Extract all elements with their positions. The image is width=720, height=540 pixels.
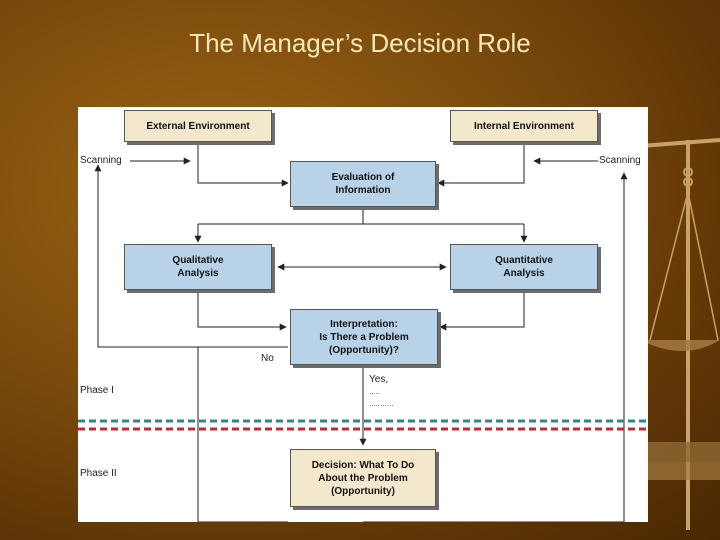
quantitative-line-2: Analysis: [503, 268, 545, 279]
evaluation-line-1: Evaluation of: [331, 172, 395, 183]
no-label: No: [261, 353, 274, 364]
decision-line-1: Decision: What To Do: [311, 459, 415, 471]
phase-one-label: Phase I: [80, 385, 114, 396]
scanning-left-label: Scanning: [80, 155, 122, 166]
slide-title: The Manager’s Decision Role: [189, 28, 531, 58]
evaluation-box: Evaluation of Information: [290, 161, 436, 207]
yes-dots-2: ...........: [369, 399, 394, 408]
quantitative-line-1: Quantitative: [495, 255, 553, 266]
yes-label: Yes,: [369, 374, 389, 385]
qualitative-analysis-box: Qualitative Analysis: [124, 244, 272, 290]
interpretation-line-2: Is There a Problem: [319, 331, 409, 343]
external-environment-label: External Environment: [146, 120, 250, 132]
connector-lines: [78, 144, 648, 522]
interpretation-box: Interpretation: Is There a Problem (Oppo…: [290, 309, 438, 365]
decision-box: Decision: What To Do About the Problem (…: [290, 449, 436, 507]
internal-environment-label: Internal Environment: [473, 120, 574, 132]
scanning-right-label: Scanning: [599, 155, 641, 166]
qualitative-line-1: Qualitative: [172, 255, 224, 266]
decision-role-diagram: External Environment Internal Environmen…: [78, 107, 648, 522]
qualitative-line-2: Analysis: [177, 268, 219, 279]
decision-line-3: (Opportunity): [331, 485, 395, 497]
interpretation-line-3: (Opportunity)?: [329, 344, 399, 356]
interpretation-line-1: Interpretation:: [330, 318, 398, 330]
evaluation-line-2: Information: [335, 185, 391, 196]
balance-scale-icon: [640, 138, 720, 530]
internal-environment-box: Internal Environment: [450, 110, 598, 142]
yes-dots-1: .....: [369, 387, 381, 396]
decision-line-2: About the Problem: [318, 472, 408, 484]
external-environment-box: External Environment: [124, 110, 272, 142]
phase-two-label: Phase II: [80, 468, 117, 479]
quantitative-analysis-box: Quantitative Analysis: [450, 244, 598, 290]
